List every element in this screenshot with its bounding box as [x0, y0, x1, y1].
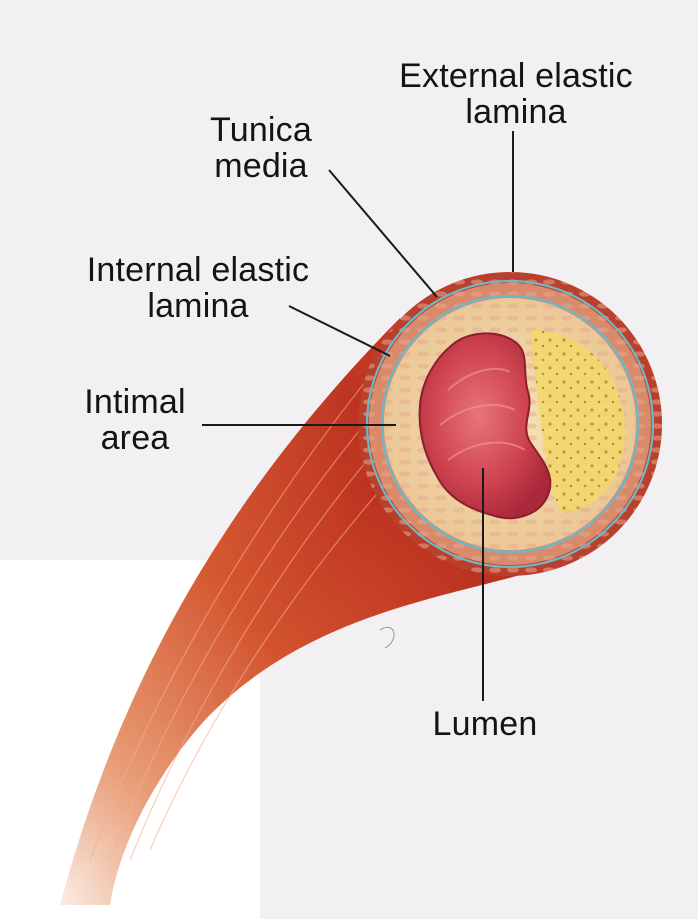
- label-external-elastic-lamina-line1: External elastic: [386, 58, 646, 94]
- leader-tunica-media: [329, 170, 437, 297]
- label-intimal-area: Intimal area: [70, 384, 200, 456]
- label-external-elastic-lamina-line2: lamina: [386, 94, 646, 130]
- label-lumen-line1: Lumen: [418, 706, 552, 742]
- label-lumen: Lumen: [418, 706, 552, 742]
- label-intimal-area-line2: area: [70, 420, 200, 456]
- label-internal-elastic-lamina-line2: lamina: [68, 288, 328, 324]
- label-intimal-area-line1: Intimal: [70, 384, 200, 420]
- label-external-elastic-lamina: External elastic lamina: [386, 58, 646, 130]
- label-tunica-media-line1: Tunica: [196, 112, 326, 148]
- vessel-branch-mark: [380, 627, 394, 648]
- label-tunica-media-line2: media: [196, 148, 326, 184]
- label-internal-elastic-lamina: Internal elastic lamina: [68, 252, 328, 324]
- label-tunica-media: Tunica media: [196, 112, 326, 184]
- label-internal-elastic-lamina-line1: Internal elastic: [68, 252, 328, 288]
